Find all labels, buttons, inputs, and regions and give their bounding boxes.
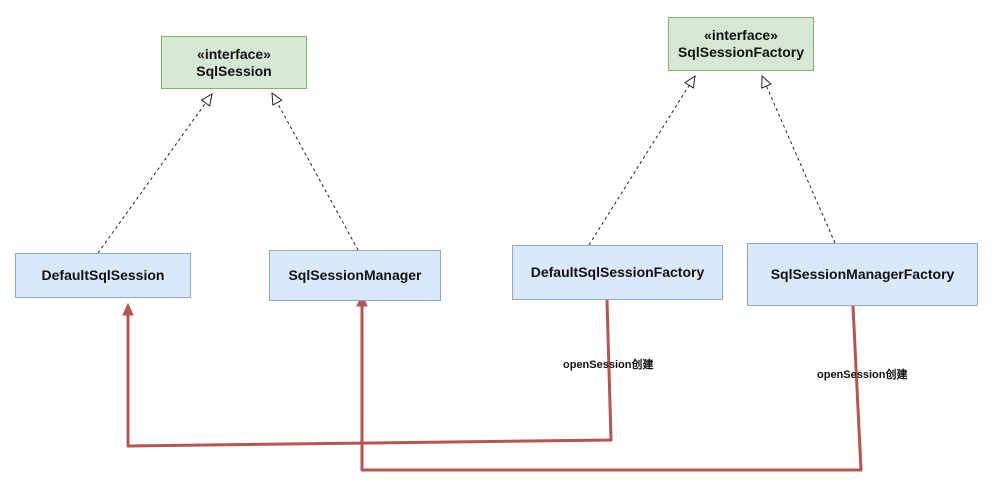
interface-name: SqlSession (196, 62, 272, 79)
class-name: SqlSessionManager (288, 267, 422, 283)
stereotype-label: «interface» (197, 45, 271, 62)
create-edge-label: openSession创建 (817, 369, 908, 381)
class-defaultsqlsession[interactable]: DefaultSqlSession (15, 253, 191, 298)
class-name: SqlSessionManagerFactory (770, 266, 955, 282)
realization-defaultsqlsessionfactory-to-sqlsessionfactory (588, 74, 696, 246)
class-defaultsqlsessionfactory[interactable]: DefaultSqlSessionFactory (512, 245, 723, 300)
class-sqlsessionmanagerfactory[interactable]: SqlSessionManagerFactory (747, 243, 978, 306)
create-edge-defaultsqlsessionfactory-to-defaultsqlsession (122, 299, 613, 448)
class-sqlsessionmanager[interactable]: SqlSessionManager (269, 250, 441, 301)
realization-sqlsessionmanagerfactory-to-sqlsessionfactory (761, 74, 836, 244)
interface-sqlsessionfactory[interactable]: «interface» SqlSessionFactory (668, 17, 814, 71)
interface-sqlsession[interactable]: «interface» SqlSession (161, 36, 307, 89)
create-edge-sqlsessionmanagerfactory-to-sqlsessionmanager (356, 293, 863, 472)
realization-sqlsessionmanager-to-sqlsession (271, 91, 359, 251)
create-edge-label: openSession创建 (563, 359, 654, 371)
interface-name: SqlSessionFactory (677, 44, 805, 60)
realization-defaultsqlsession-to-sqlsession (97, 93, 213, 254)
class-name: DefaultSqlSession (41, 267, 165, 283)
class-name: DefaultSqlSessionFactory (530, 264, 705, 280)
stereotype-label: «interface» (704, 27, 778, 43)
